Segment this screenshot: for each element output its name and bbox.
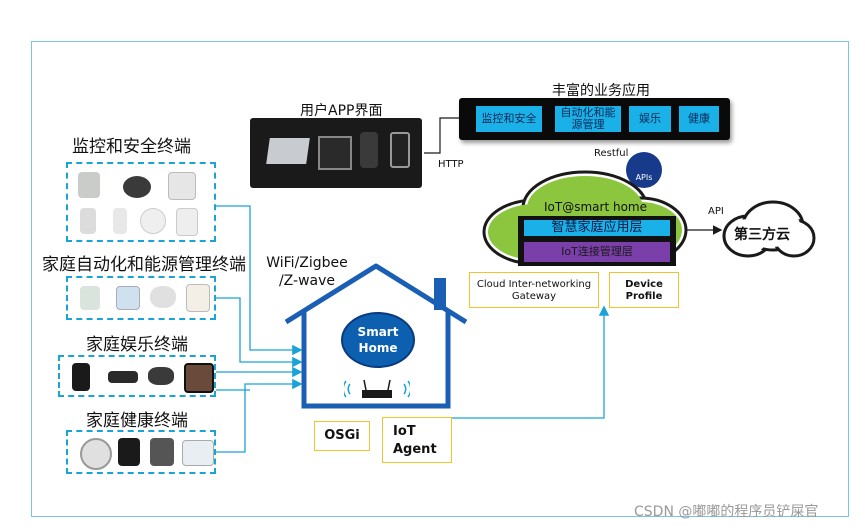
app-title: 用户APP界面 [300, 103, 383, 119]
smart-speaker-device [360, 132, 378, 168]
service-automation: 自动化和能源管理 [555, 106, 621, 132]
service-security: 监控和安全 [476, 106, 542, 132]
category-label-entertainment: 家庭娱乐终端 [86, 335, 188, 355]
category-label-health: 家庭健康终端 [86, 411, 188, 431]
cloud-title: IoT@smart home [544, 200, 647, 214]
smart-bulb-device [150, 286, 176, 308]
set-top-box-device [108, 371, 138, 383]
services-bar: 监控和安全 自动化和能源管理 娱乐 健康 [459, 98, 730, 140]
osgi-box: OSGi [314, 421, 370, 451]
dome-camera-device [123, 176, 151, 198]
automation-devices-group [66, 276, 216, 320]
api-label: API [708, 206, 724, 217]
home-protocols-label: WiFi/Zigbee /Z-wave [266, 255, 348, 289]
thermostat-device [80, 286, 100, 310]
service-entertainment: 娱乐 [629, 106, 671, 132]
laptop-device [266, 138, 310, 164]
diagram-frame [31, 41, 849, 517]
category-label-security: 监控和安全终端 [72, 137, 191, 157]
watermark: CSDN @嘟嘟的程序员铲屎官 [634, 504, 819, 520]
smart-home-house [284, 263, 468, 409]
door-sensor-device [113, 208, 127, 234]
link-security [216, 205, 303, 356]
app-devices-panel [250, 118, 422, 188]
http-label: HTTP [438, 159, 464, 170]
speaker-device [72, 363, 90, 391]
scale-device [118, 438, 140, 466]
link-automation [216, 297, 303, 368]
security-devices-group [66, 162, 216, 242]
router-icon [344, 379, 410, 398]
ptz-camera-device [168, 172, 196, 200]
restful-label: Restful [594, 148, 629, 159]
water-sensor-device [176, 208, 198, 236]
webcam-device [148, 367, 174, 385]
tablet-media-device [184, 363, 214, 393]
service-health: 健康 [679, 106, 719, 132]
third-party-cloud [722, 200, 816, 258]
entertainment-devices-group [58, 355, 216, 397]
smart-plug-device [186, 284, 210, 312]
energy-meter-device [116, 286, 140, 310]
link-agent-gateway [420, 305, 610, 419]
blood-pressure-device [182, 440, 214, 466]
smart-home-hub: Smart Home [341, 312, 415, 368]
category-label-automation: 家庭自动化和能源管理终端 [42, 255, 246, 275]
health-devices-group [66, 430, 216, 474]
apis-badge: APIs [626, 152, 662, 188]
smoke-detector-device [140, 208, 166, 234]
cloud-gateway-box: Cloud Inter-networking Gateway [469, 272, 599, 308]
device-profile-box: Device Profile [609, 272, 679, 308]
thermometer-device [80, 438, 112, 470]
tablet-device [318, 136, 352, 170]
link-http [424, 113, 473, 154]
iot-agent-box: IoT Agent [382, 417, 452, 463]
motion-sensor-device [80, 208, 96, 234]
doorbell-device [78, 172, 100, 198]
third-party-label: 第三方云 [734, 227, 790, 243]
services-title: 丰富的业务应用 [552, 83, 650, 99]
wristband-device [150, 438, 174, 466]
app-layer: 智慧家庭应用层 [522, 218, 672, 238]
phone-device [390, 132, 410, 168]
device-layer: IoT连接管理层 [524, 242, 670, 262]
link-health [216, 378, 303, 453]
